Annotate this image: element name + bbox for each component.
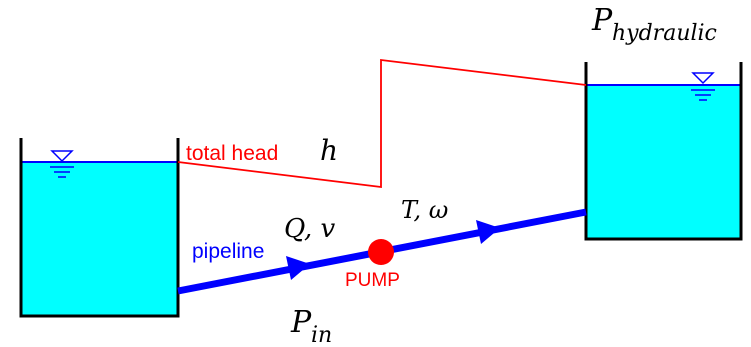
hydraulic-power-subscript: hydraulic — [612, 21, 717, 46]
total-head-label: total head — [186, 142, 278, 165]
pump-variables: T, ω — [401, 196, 448, 224]
pipeline-label: pipeline — [192, 240, 264, 263]
pump-circle — [368, 239, 394, 265]
hydraulic-power-label: P hydraulic — [591, 3, 717, 46]
inlet-pressure-subscript: in — [311, 323, 332, 347]
right-tank — [584, 62, 743, 241]
pump-label: PUMP — [345, 270, 400, 291]
flow-variables: Q, v — [284, 214, 336, 244]
hydraulic-power-symbol: P — [591, 3, 613, 38]
head-symbol: h — [320, 134, 338, 167]
right-tank-water — [586, 85, 741, 239]
flow-arrow-right — [476, 220, 500, 244]
left-tank-walls — [19, 138, 180, 318]
right-water-level-symbol — [691, 72, 715, 101]
left-tank — [19, 138, 180, 318]
left-water-level-symbol — [50, 150, 74, 178]
inlet-pressure-symbol: P — [290, 305, 312, 340]
flow-arrow-left — [286, 256, 310, 280]
total-head-line — [177, 58, 587, 189]
right-tank-walls — [584, 62, 743, 241]
inlet-pressure-label: P in — [290, 305, 332, 347]
left-tank-water — [21, 162, 178, 316]
